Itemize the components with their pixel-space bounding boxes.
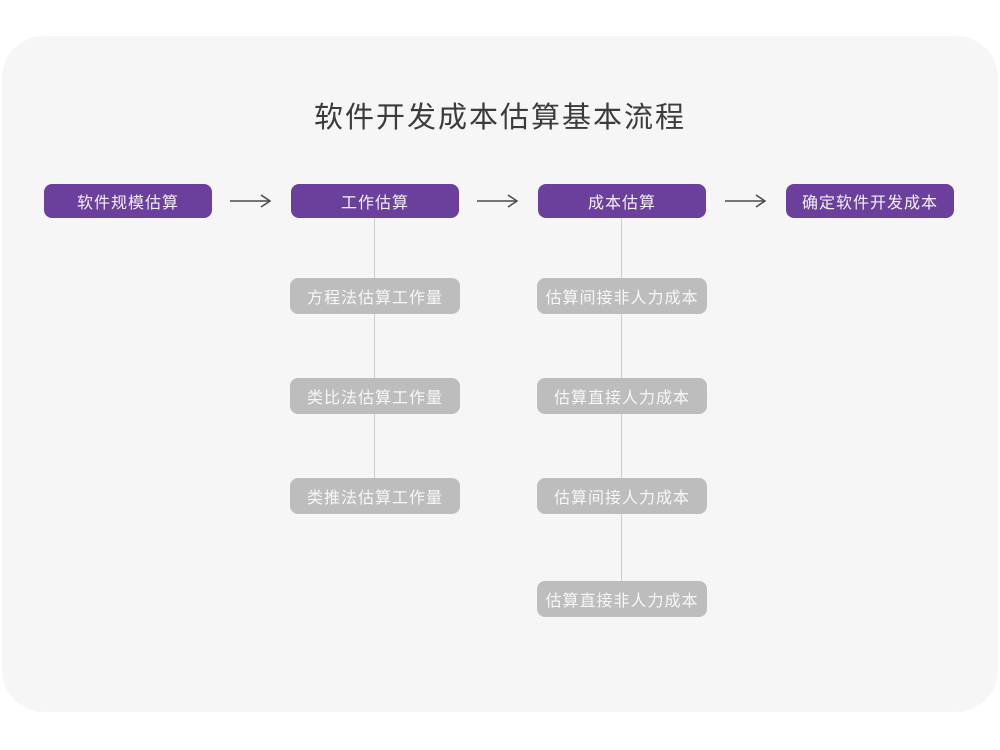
flow-node-label: 软件规模估算 [76,195,179,212]
page-title: 软件开发成本估算基本流程 [313,102,686,134]
flow-node-work-estimation: 工作估算 [291,184,459,218]
sub-node-label: 估算间接人力成本 [553,490,690,507]
sub-node-label: 方程法估算工作量 [306,290,443,307]
diagram-card [2,36,998,712]
flow-node-label: 确定软件开发成本 [801,195,938,212]
sub-node-indirect-labor-cost: 估算间接人力成本 [537,478,707,514]
flow-node-label: 成本估算 [587,195,656,212]
sub-node-extrapolation-method: 类推法估算工作量 [290,478,460,514]
right-arrow-icon [725,194,767,208]
sub-node-equation-method: 方程法估算工作量 [290,278,460,314]
work-branch-connector-line [374,218,375,496]
right-arrow-icon [477,194,519,208]
sub-node-analogy-method: 类比法估算工作量 [290,378,460,414]
flow-node-determine-development-cost: 确定软件开发成本 [786,184,954,218]
sub-node-indirect-non-labor-cost: 估算间接非人力成本 [537,278,707,314]
flow-node-software-scale-estimation: 软件规模估算 [44,184,212,218]
sub-node-label: 类推法估算工作量 [306,490,443,507]
flow-node-cost-estimation: 成本估算 [538,184,706,218]
sub-node-label: 估算直接人力成本 [553,390,690,407]
sub-node-label: 估算直接非人力成本 [545,593,699,610]
sub-node-direct-labor-cost: 估算直接人力成本 [537,378,707,414]
flow-node-label: 工作估算 [340,195,409,212]
sub-node-label: 类比法估算工作量 [306,390,443,407]
right-arrow-icon [230,194,272,208]
sub-node-direct-non-labor-cost: 估算直接非人力成本 [537,581,707,617]
sub-node-label: 估算间接非人力成本 [545,290,699,307]
